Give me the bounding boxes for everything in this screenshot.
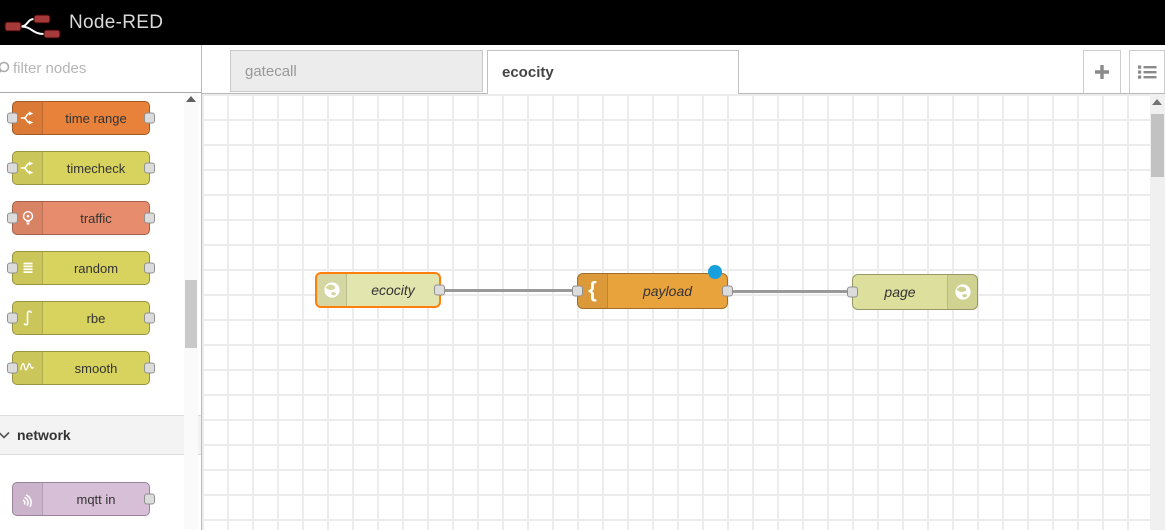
workspace: gatecall ecocity <box>202 45 1165 530</box>
output-port[interactable] <box>144 212 155 224</box>
palette-search <box>0 45 201 93</box>
palette-node-mqtt-in[interactable]: mqtt in <box>12 482 155 516</box>
input-port[interactable] <box>7 112 18 124</box>
output-port[interactable] <box>144 312 155 324</box>
scrollbar-thumb[interactable] <box>1151 114 1164 177</box>
signal-icon <box>13 483 43 515</box>
scroll-up-icon[interactable] <box>1152 99 1162 105</box>
app-title: Node-RED <box>69 11 164 33</box>
palette-node-time-range[interactable]: time range <box>7 101 155 135</box>
app-header: Node-RED <box>0 0 1165 45</box>
brace-icon: { <box>578 274 608 308</box>
node-label: ecocity <box>371 282 415 298</box>
output-port[interactable] <box>144 362 155 374</box>
input-port[interactable] <box>7 212 18 224</box>
tab-bar: gatecall ecocity <box>202 45 1165 94</box>
tab-gatecall[interactable]: gatecall <box>230 50 483 92</box>
flow-node-payload[interactable]: { payload <box>572 265 733 309</box>
search-input[interactable] <box>13 60 193 77</box>
palette-node-rbe[interactable]: rbe <box>7 301 155 335</box>
node-red-logo-icon <box>4 14 61 38</box>
plus-icon <box>1095 65 1109 79</box>
node-label: page <box>884 284 916 300</box>
output-port[interactable] <box>722 285 733 297</box>
tab-ecocity[interactable]: ecocity <box>487 50 739 94</box>
scrollbar-thumb[interactable] <box>185 280 197 348</box>
palette-node-timecheck[interactable]: timecheck <box>7 151 155 185</box>
palette-node-random[interactable]: random <box>7 251 155 285</box>
input-port[interactable] <box>7 162 18 174</box>
tab-label: ecocity <box>502 64 554 81</box>
tab-label: gatecall <box>245 62 297 80</box>
flow-node-ecocity[interactable]: ecocity <box>315 272 445 308</box>
input-port[interactable] <box>7 312 18 324</box>
input-port[interactable] <box>7 262 18 274</box>
output-port[interactable] <box>434 284 445 296</box>
output-port[interactable] <box>144 162 155 174</box>
palette-node-smooth[interactable]: smooth <box>7 351 155 385</box>
traffic-light-icon <box>13 202 43 234</box>
fork-icon <box>13 102 43 134</box>
chevron-down-icon <box>0 431 10 439</box>
palette-node-traffic[interactable]: traffic <box>7 201 155 235</box>
canvas-scrollbar[interactable] <box>1150 94 1165 530</box>
globe-icon <box>317 274 347 306</box>
step-icon <box>13 302 43 334</box>
output-port[interactable] <box>144 493 155 505</box>
globe-icon <box>947 275 977 309</box>
node-label: payload <box>642 283 693 299</box>
scroll-up-icon[interactable] <box>186 96 196 102</box>
wave-icon <box>13 352 43 384</box>
search-icon <box>0 61 10 73</box>
palette-category-network[interactable]: network <box>0 415 201 455</box>
output-port[interactable] <box>144 262 155 274</box>
input-port[interactable] <box>847 286 858 298</box>
fork-icon <box>13 152 43 184</box>
input-port[interactable] <box>572 285 583 297</box>
palette-sidebar: time range timecheck traffic <box>0 45 202 530</box>
palette-body: time range timecheck traffic <box>0 93 201 529</box>
list-menu-icon <box>1138 65 1157 79</box>
add-flow-button[interactable] <box>1083 50 1121 93</box>
list-bars-icon <box>13 252 43 284</box>
flow-node-page[interactable]: page <box>847 274 978 310</box>
output-port[interactable] <box>144 112 155 124</box>
input-port[interactable] <box>7 362 18 374</box>
palette-scrollbar[interactable] <box>184 93 198 529</box>
flow-list-button[interactable] <box>1129 50 1165 93</box>
category-label: network <box>17 427 71 443</box>
changed-indicator <box>708 265 722 279</box>
flow-canvas[interactable]: ecocity { payload page <box>202 94 1165 530</box>
